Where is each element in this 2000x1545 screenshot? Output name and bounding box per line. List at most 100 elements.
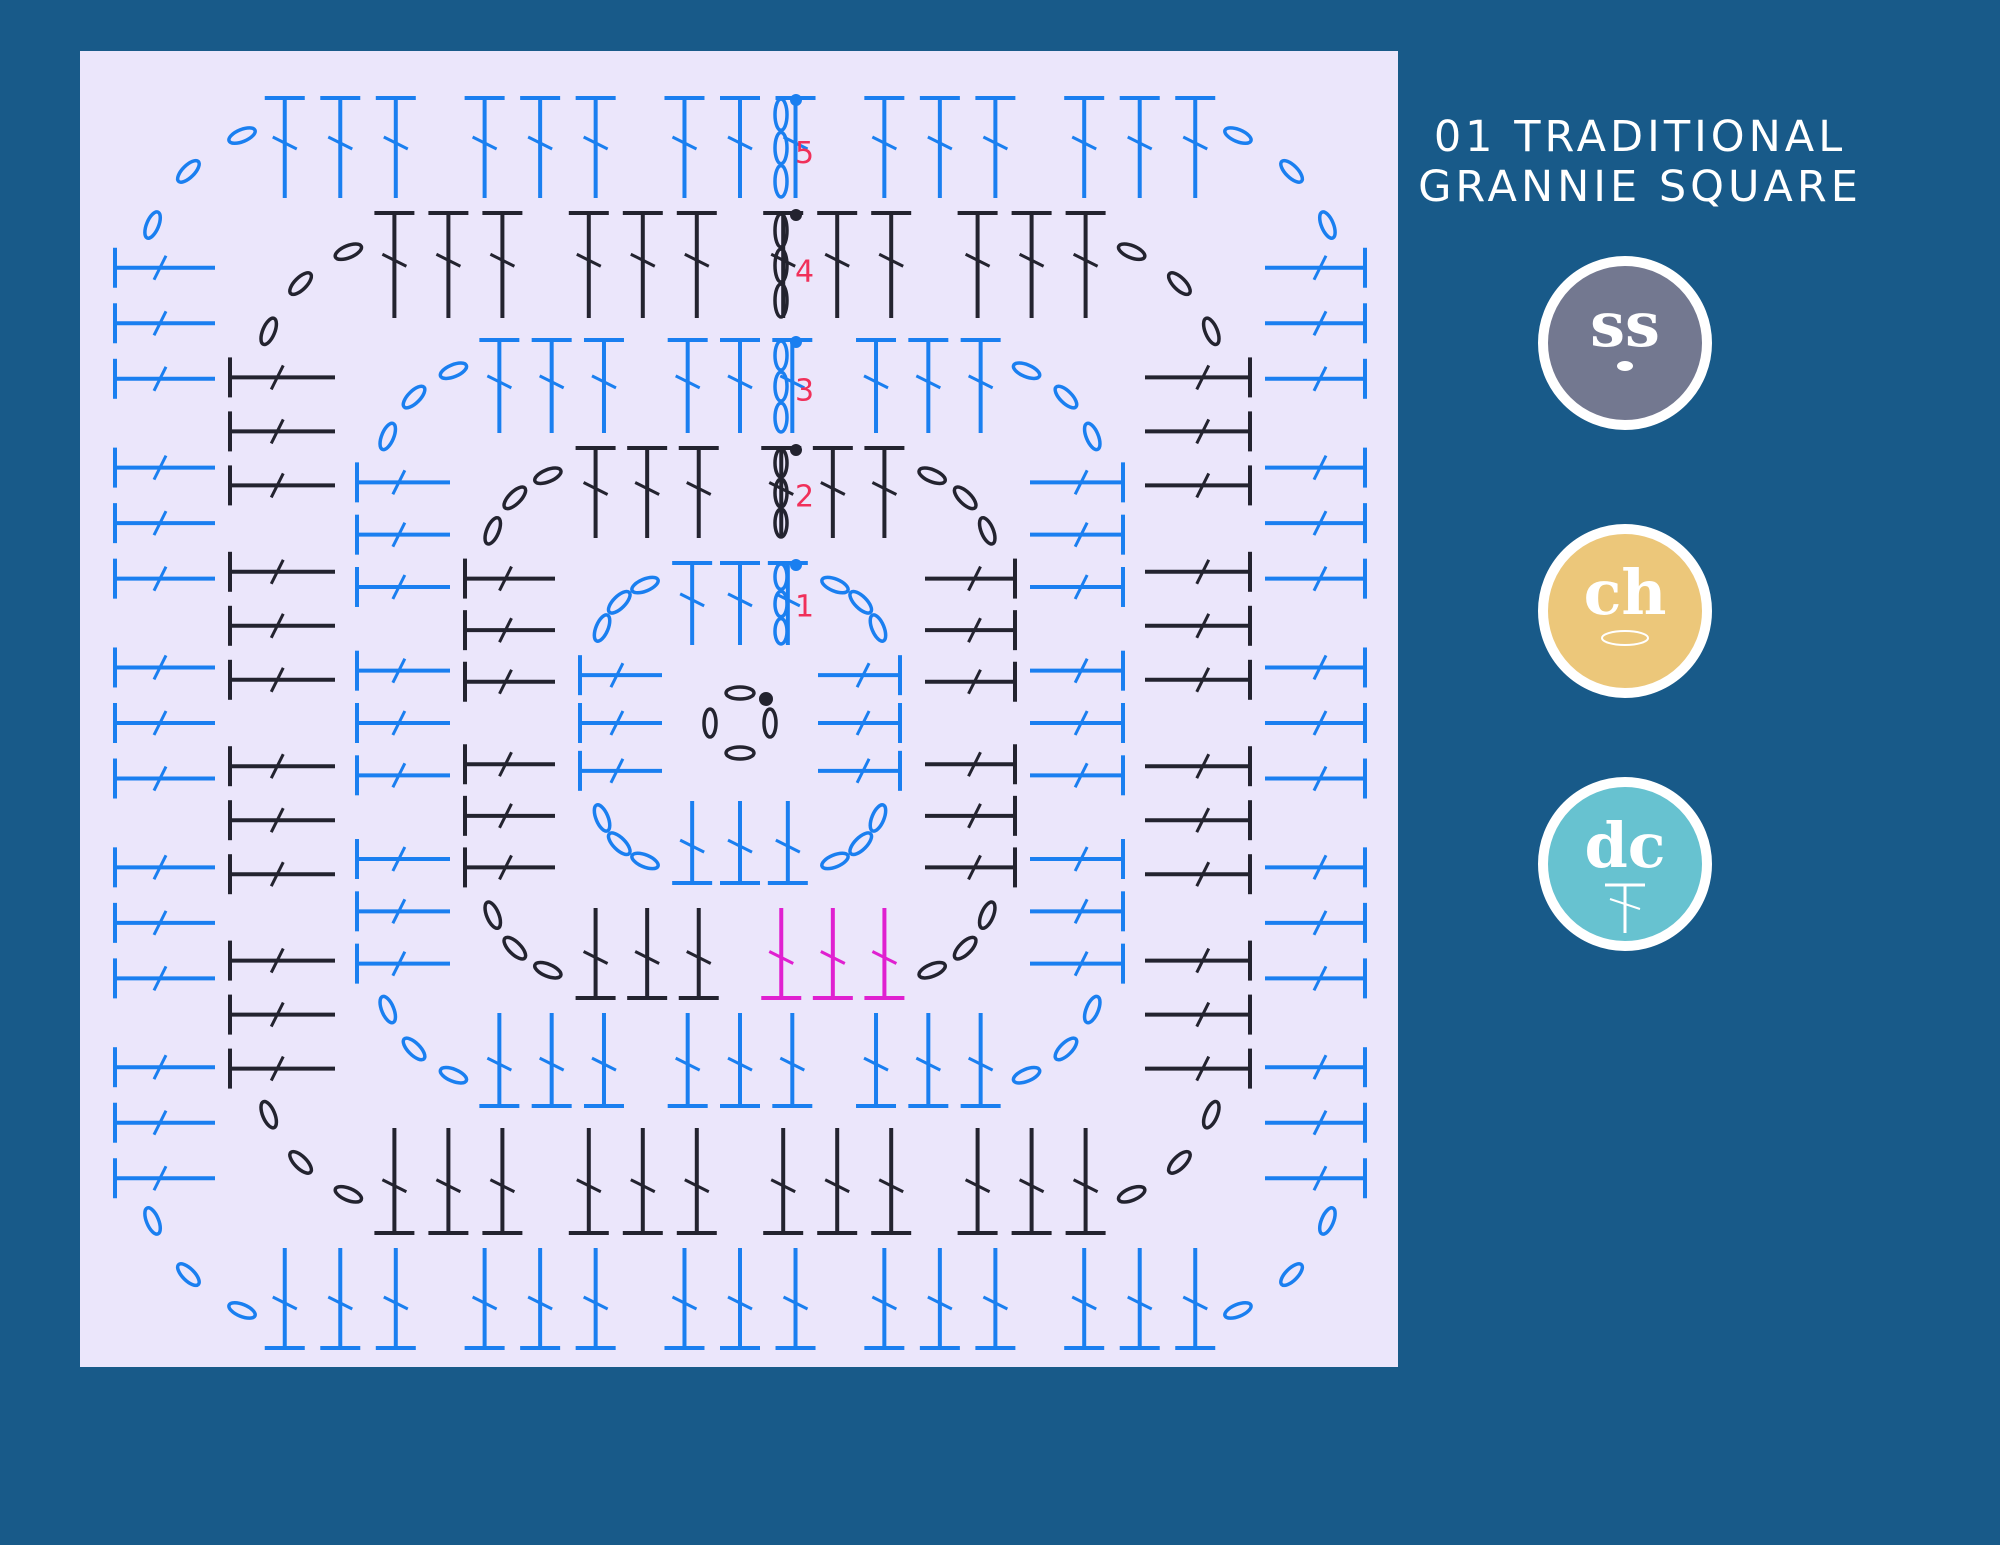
round-number-label: 4 — [795, 254, 814, 289]
double-crochet-stitch — [908, 338, 949, 433]
corner-chain — [977, 900, 997, 931]
stitch-yarn-over-slash — [381, 252, 408, 268]
stitch-yarn-over-slash — [152, 1110, 168, 1136]
stitch-yarn-over-slash — [863, 1056, 889, 1072]
corner-chain — [259, 1099, 279, 1130]
double-crochet-stitch — [464, 1248, 505, 1350]
slip-stitch-dot-icon — [1617, 361, 1633, 371]
round-number-label: 2 — [795, 480, 814, 515]
stitch-yarn-over-slash — [269, 807, 285, 833]
title-line-2: GRANNIE SQUARE — [1418, 162, 1862, 212]
corner-chain — [1116, 1184, 1147, 1204]
stitch-yarn-over-slash — [498, 565, 513, 592]
stitch-yarn-over-slash — [498, 803, 513, 829]
stitch-yarn-over-slash — [679, 838, 705, 854]
double-crochet-stitch — [113, 758, 215, 799]
double-crochet-stitch — [531, 1013, 572, 1108]
corner-chain — [333, 242, 364, 262]
corner-chain — [175, 1262, 201, 1288]
stitch-yarn-over-slash — [684, 252, 710, 268]
slip-stitch-dot — [790, 94, 802, 106]
stitch-yarn-over-slash — [871, 481, 898, 496]
stitch-yarn-over-slash — [591, 1056, 617, 1072]
legend-dc-label: dc — [1584, 809, 1666, 882]
double-crochet-stitch — [575, 908, 616, 1000]
double-crochet-stitch — [1030, 943, 1125, 984]
corner-chain — [227, 1300, 257, 1320]
stitch-yarn-over-slash — [1195, 667, 1211, 693]
starting-chain — [773, 616, 789, 646]
double-crochet-stitch — [672, 801, 713, 885]
stitch-yarn-over-slash — [538, 1056, 565, 1072]
double-crochet-stitch — [463, 610, 555, 651]
double-crochet-stitch — [919, 96, 960, 198]
corner-chain — [259, 316, 279, 347]
legend-ss: ss — [1538, 256, 1712, 430]
stitch-yarn-over-slash — [1312, 1165, 1328, 1191]
double-crochet-stitch — [957, 1128, 998, 1235]
stitch-yarn-over-slash — [435, 1178, 462, 1194]
double-crochet-stitch — [375, 1248, 416, 1350]
slip-stitch-dot — [790, 336, 802, 348]
double-crochet-stitch — [355, 514, 450, 555]
stitch-yarn-over-slash — [591, 374, 617, 390]
double-crochet-stitch — [568, 211, 609, 318]
corner-chain — [143, 210, 163, 240]
stitch-yarn-over-slash — [679, 592, 705, 608]
stitch-yarn-over-slash — [152, 255, 168, 281]
double-crochet-stitch — [1145, 854, 1252, 895]
double-crochet-stitch — [622, 211, 663, 318]
stitch-yarn-over-slash — [383, 135, 409, 151]
stitch-yarn-over-slash — [152, 1054, 168, 1080]
double-crochet-stitch — [228, 659, 335, 700]
corner-chain — [1053, 1036, 1079, 1062]
double-crochet-stitch — [1265, 1047, 1367, 1088]
stitch-yarn-over-slash — [391, 574, 407, 600]
stitch-yarn-over-slash — [1312, 565, 1328, 592]
stitch-yarn-over-slash — [435, 252, 462, 268]
corner-chain — [868, 613, 888, 643]
stitch-yarn-over-slash — [269, 559, 285, 585]
stitch-yarn-over-slash — [1018, 1178, 1045, 1194]
double-crochet-stitch — [464, 96, 505, 198]
double-crochet-stitch — [627, 446, 668, 538]
double-crochet-stitch — [228, 411, 335, 452]
starting-chain — [773, 339, 789, 372]
double-crochet-stitch — [1265, 1158, 1367, 1199]
stitch-yarn-over-slash — [1195, 472, 1211, 499]
double-crochet-stitch — [676, 1128, 717, 1235]
stitch-yarn-over-slash — [582, 950, 609, 965]
corner-chain — [438, 1065, 469, 1085]
double-crochet-stitch — [428, 211, 469, 318]
double-crochet-stitch — [871, 1128, 912, 1235]
stitch-yarn-over-slash — [1312, 654, 1328, 681]
starting-chain — [773, 247, 789, 284]
double-crochet-stitch — [1011, 211, 1052, 318]
corner-chain — [630, 575, 660, 595]
stitch-yarn-over-slash — [471, 135, 498, 151]
stitch-yarn-over-slash — [582, 481, 609, 496]
double-crochet-stitch — [113, 247, 215, 288]
stitch-yarn-over-slash — [967, 854, 982, 881]
double-crochet-stitch — [1265, 958, 1367, 999]
double-crochet-stitch — [1145, 465, 1252, 506]
stitch-yarn-over-slash — [269, 364, 285, 391]
double-crochet-stitch — [772, 1013, 813, 1108]
double-crochet-stitch — [578, 750, 662, 791]
chain-oval-icon — [1601, 630, 1649, 646]
double-crochet-stitch — [1030, 703, 1125, 743]
stitch-yarn-over-slash — [727, 135, 753, 151]
double-crochet-stitch — [374, 211, 415, 318]
stitch-yarn-over-slash — [609, 662, 625, 688]
starting-chain — [773, 447, 789, 479]
stitch-yarn-over-slash — [1182, 135, 1208, 151]
stitch-yarn-over-slash — [576, 1178, 602, 1194]
corner-chain — [1053, 384, 1079, 410]
stitch-yarn-over-slash — [1018, 252, 1045, 268]
corner-chain — [438, 361, 469, 381]
corner-chain — [1082, 421, 1102, 452]
corner-chain — [1011, 1065, 1042, 1085]
stitch-yarn-over-slash — [1312, 765, 1328, 792]
double-crochet-stitch — [975, 96, 1016, 198]
double-crochet-stitch — [864, 908, 905, 1000]
